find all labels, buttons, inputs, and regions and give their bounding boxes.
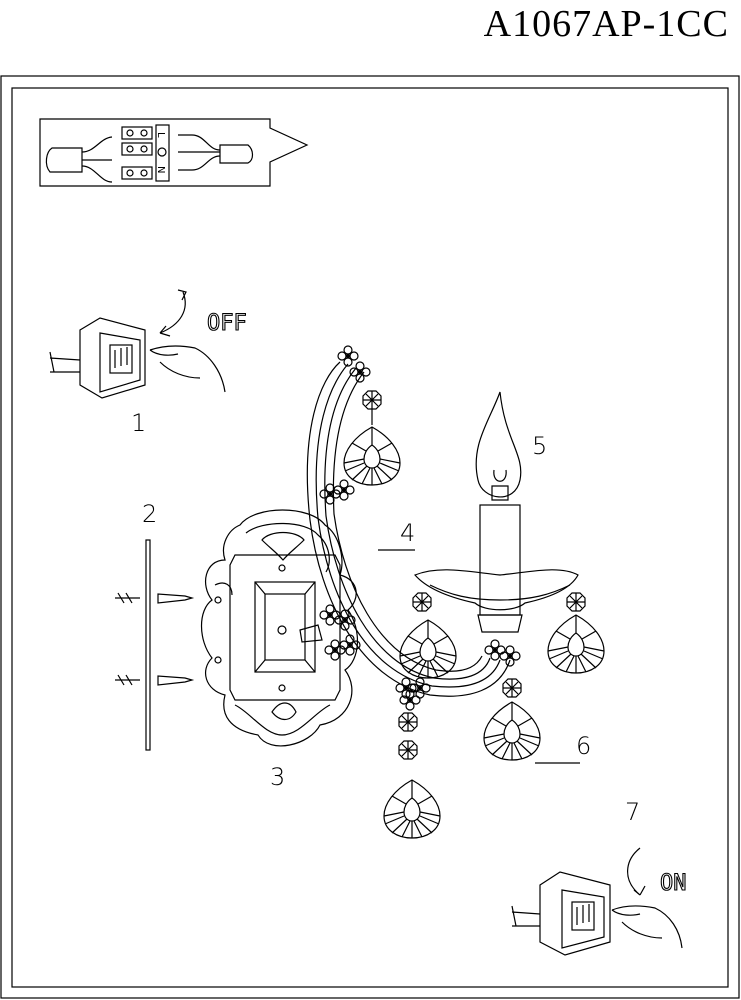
wiring-diagram: L N [39, 118, 309, 187]
crystal-drops [343, 390, 605, 839]
step-6-number: 6 [576, 732, 591, 760]
step-7-number: 7 [625, 798, 640, 826]
step-5-number: 5 [532, 432, 547, 460]
wall-backplate [201, 509, 359, 747]
switch-on-illustration [511, 847, 683, 956]
mounting-screws [115, 539, 195, 751]
neutral-label: N [155, 166, 166, 173]
cable-right-icon [219, 144, 254, 164]
ground-icon [157, 147, 167, 157]
cable-left-icon [45, 147, 83, 173]
step-1-number: 1 [131, 409, 146, 437]
model-number: A1067AP-1CC [483, 3, 729, 45]
terminal-block [155, 124, 170, 182]
step-2-number: 2 [142, 500, 157, 528]
outer-frame [0, 75, 740, 999]
on-label: ON [660, 871, 687, 896]
candle-bulb [413, 391, 579, 633]
inner-frame [11, 87, 729, 988]
candle-tube [479, 504, 521, 616]
step-4-number: 4 [400, 519, 415, 547]
live-label: L [155, 132, 166, 138]
step-3-number: 3 [270, 763, 285, 791]
off-label: OFF [207, 311, 247, 336]
switch-off-illustration [49, 289, 226, 399]
chandelier-arm [299, 345, 521, 711]
